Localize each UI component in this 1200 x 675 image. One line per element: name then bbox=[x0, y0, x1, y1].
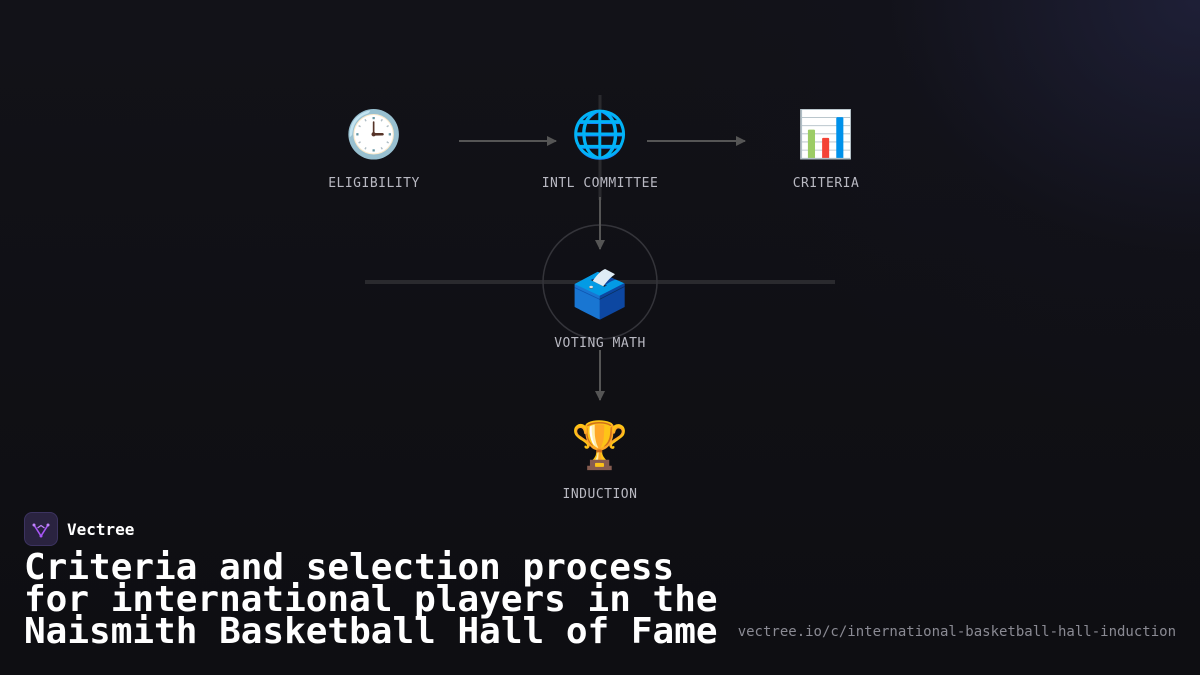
ballot-box-icon: 🗳️ bbox=[571, 267, 629, 321]
node-label-voting-math: VOTING MATH bbox=[554, 336, 646, 351]
node-intl-committee: 🌐 INTL COMMITTEE bbox=[500, 106, 700, 191]
clock-icon: 🕒 bbox=[345, 107, 403, 161]
bar-chart-icon: 📊 bbox=[797, 107, 855, 161]
brand-name: Vectree bbox=[67, 519, 135, 539]
node-label-induction: INDUCTION bbox=[562, 487, 638, 502]
globe-icon: 🌐 bbox=[571, 107, 629, 161]
trophy-icon: 🏆 bbox=[571, 418, 629, 472]
node-eligibility: 🕒 ELIGIBILITY bbox=[274, 106, 474, 191]
node-induction: 🏆 INDUCTION bbox=[500, 417, 700, 502]
node-criteria: 📊 CRITERIA bbox=[726, 106, 926, 191]
page-title: Criteria and selection process for inter… bbox=[24, 547, 718, 652]
node-label-criteria: CRITERIA bbox=[792, 176, 860, 191]
node-label-eligibility: ELIGIBILITY bbox=[328, 176, 420, 191]
source-url[interactable]: vectree.io/c/international-basketball-ha… bbox=[737, 624, 1176, 640]
vectree-logo-icon bbox=[24, 512, 58, 546]
node-label-intl-committee: INTL COMMITTEE bbox=[541, 176, 659, 191]
brand[interactable]: Vectree bbox=[24, 512, 134, 546]
node-voting-math: 🗳️ VOTING MATH bbox=[500, 266, 700, 351]
